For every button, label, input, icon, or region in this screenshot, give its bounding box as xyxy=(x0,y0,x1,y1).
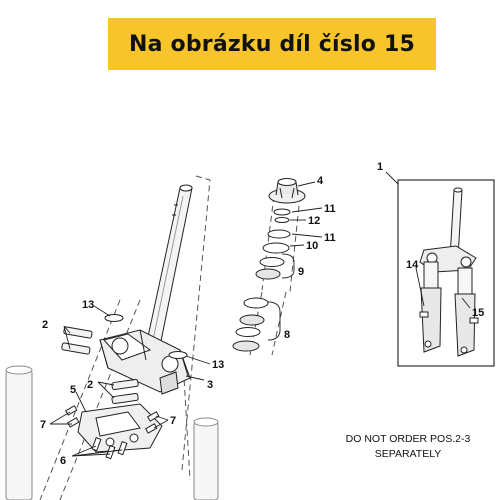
fork-assembly-box xyxy=(397,179,495,367)
callout-6: 6 xyxy=(60,455,66,467)
callout-labels: 1 2 2 3 4 5 6 7 7 8 9 10 11 11 12 13 13 … xyxy=(40,161,484,467)
callout-7a: 7 xyxy=(40,419,46,431)
lower-bearing-stack xyxy=(232,297,269,352)
complete-fork-assembly xyxy=(419,187,479,357)
washers xyxy=(104,314,188,359)
spring-clips xyxy=(64,405,160,434)
callout-11a: 11 xyxy=(324,203,336,215)
clamp-bolts xyxy=(61,326,139,405)
steering-stem xyxy=(145,184,193,347)
lower-triple-clamp xyxy=(99,329,191,395)
callout-10: 10 xyxy=(306,240,318,252)
callout-11b: 11 xyxy=(324,232,336,244)
fork-tubes-outline xyxy=(5,365,219,500)
callout-9: 9 xyxy=(298,266,304,278)
callout-2a: 2 xyxy=(42,319,48,331)
callout-5: 5 xyxy=(70,384,76,396)
order-note-line-1: DO NOT ORDER POS.2-3 xyxy=(345,433,471,445)
banner-text: Na obrázku díl číslo 15 xyxy=(129,31,415,57)
order-note: DO NOT ORDER POS.2-3 SEPARATELY xyxy=(318,432,498,462)
dashed-guides xyxy=(39,175,301,500)
top-cap xyxy=(268,178,306,204)
group-braces xyxy=(267,253,295,341)
callout-8: 8 xyxy=(284,329,290,341)
callout-12: 12 xyxy=(308,215,320,227)
callout-15: 15 xyxy=(472,307,484,319)
callout-2b: 2 xyxy=(87,379,93,391)
callout-7b: 7 xyxy=(170,415,176,427)
callout-4: 4 xyxy=(317,175,324,187)
callout-14: 14 xyxy=(406,259,419,271)
title-banner: Na obrázku díl číslo 15 xyxy=(108,18,436,70)
callout-3: 3 xyxy=(207,379,213,391)
leader-lines xyxy=(49,171,471,457)
callout-1: 1 xyxy=(377,161,383,173)
order-note-line-2: SEPARATELY xyxy=(374,448,442,460)
callout-13b: 13 xyxy=(212,359,224,371)
callout-13a: 13 xyxy=(82,299,94,311)
upper-bearing-stack xyxy=(255,208,291,280)
